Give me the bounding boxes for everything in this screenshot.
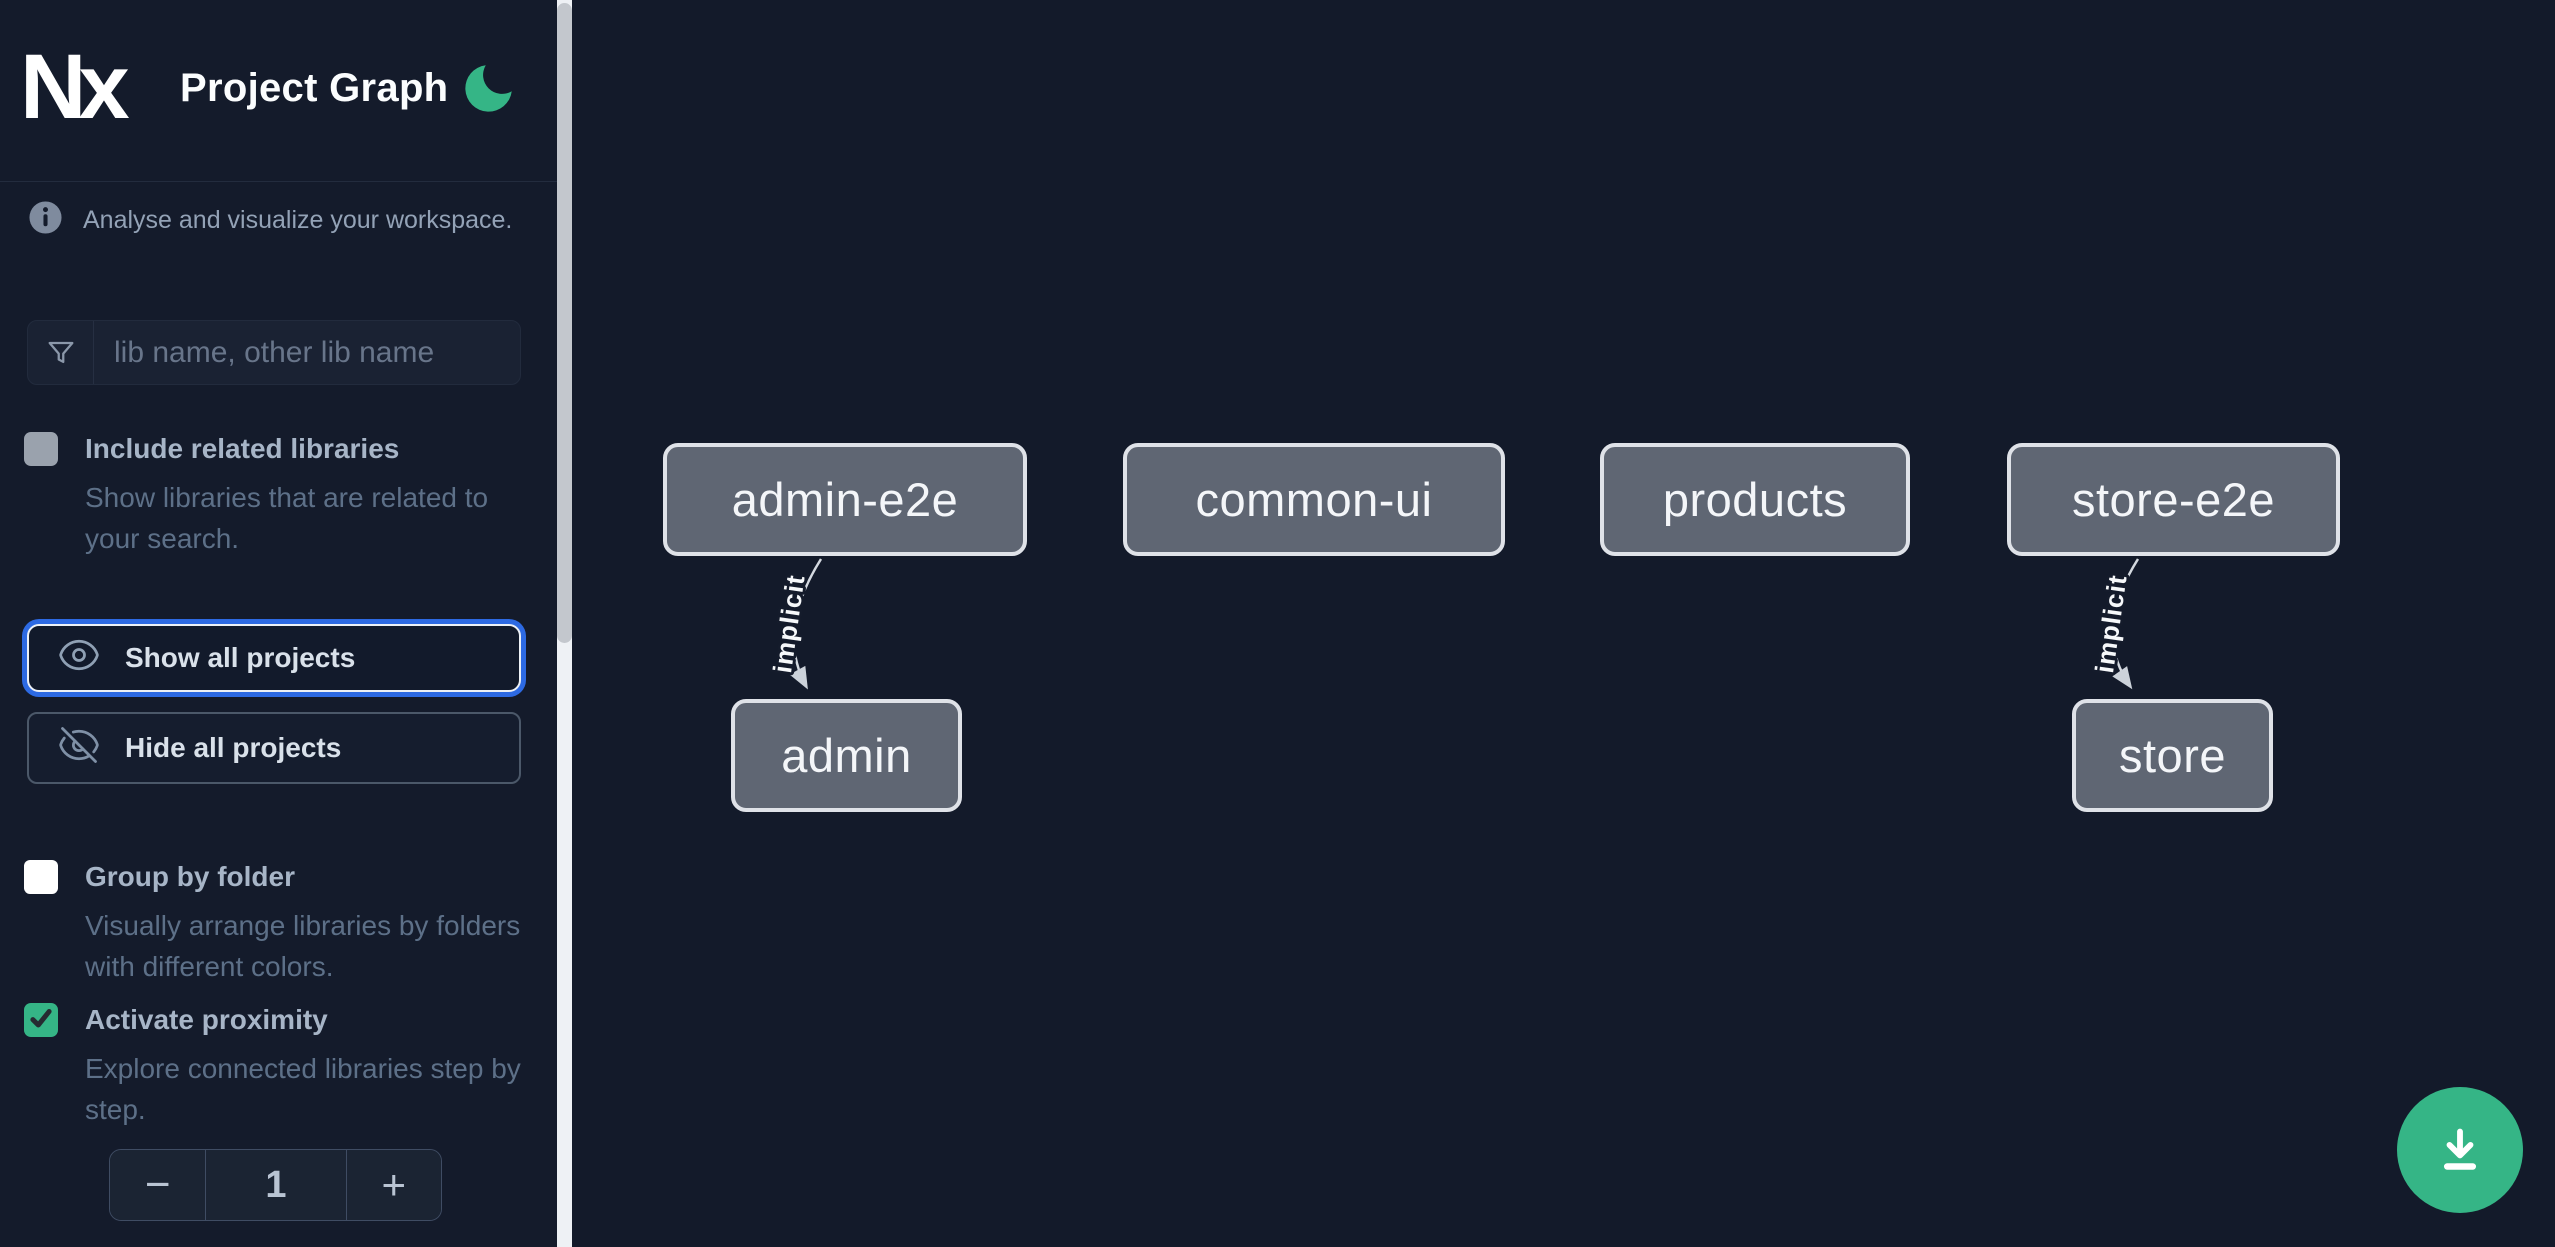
node-label: store [2119, 729, 2226, 782]
group-by-folder-label[interactable]: Group by folder [85, 861, 295, 892]
include-related-description: Show libraries that are related to your … [85, 482, 489, 554]
group-by-folder-description: Visually arrange libraries by folders wi… [85, 910, 521, 982]
sidebar-scrollbar-thumb[interactable] [557, 3, 572, 643]
page-title: Project Graph [180, 66, 449, 110]
node-admin-e2e[interactable]: admin-e2e [663, 443, 1027, 556]
nx-logo-icon: Nx [20, 36, 137, 138]
funnel-icon [28, 321, 94, 384]
decrement-button[interactable]: − [110, 1150, 207, 1220]
activate-proximity-checkbox[interactable] [24, 1003, 58, 1037]
graph-canvas[interactable] [572, 0, 2555, 1247]
proximity-depth-value[interactable]: 1 [206, 1150, 346, 1220]
increment-button[interactable]: + [345, 1150, 441, 1220]
activate-proximity-description: Explore connected libraries step by step… [85, 1053, 521, 1125]
sidebar-header: Nx Project Graph [0, 0, 557, 182]
nx-logo-text: Nx [24, 40, 129, 132]
workspace-info: Analyse and visualize your workspace. [28, 200, 512, 240]
eye-off-icon [57, 723, 101, 774]
include-related-checkbox[interactable] [24, 432, 58, 466]
node-label: common-ui [1195, 473, 1433, 526]
sidebar: Nx Project Graph Analyse and visualize y… [0, 0, 557, 1247]
show-all-projects-button[interactable]: Show all projects [27, 624, 521, 692]
node-label: products [1662, 473, 1848, 526]
node-admin[interactable]: admin [731, 699, 962, 812]
node-common-ui[interactable]: common-ui [1123, 443, 1505, 556]
search-input[interactable] [94, 321, 520, 384]
hide-all-projects-label: Hide all projects [125, 732, 342, 763]
proximity-depth-stepper: − 1 + [109, 1149, 442, 1221]
node-label: admin-e2e [731, 473, 959, 526]
node-products[interactable]: products [1600, 443, 1910, 556]
show-all-projects-label: Show all projects [125, 642, 356, 673]
include-related-label[interactable]: Include related libraries [85, 433, 400, 464]
theme-toggle-button[interactable] [462, 62, 516, 116]
activate-proximity-label[interactable]: Activate proximity [85, 1004, 328, 1035]
eye-icon [57, 633, 101, 684]
node-store-e2e[interactable]: store-e2e [2007, 443, 2340, 556]
group-by-folder-checkbox[interactable] [24, 860, 58, 894]
download-image-button[interactable] [2397, 1087, 2523, 1213]
hide-all-projects-button[interactable]: Hide all projects [27, 712, 521, 784]
info-icon [28, 200, 63, 240]
search-box [27, 320, 521, 385]
node-store[interactable]: store [2072, 699, 2273, 812]
nx-logo: Nx [20, 36, 137, 138]
tagline: Analyse and visualize your workspace. [83, 205, 513, 234]
checkmark-icon [28, 1005, 54, 1036]
option-include-related: Include related libraries Show libraries… [24, 432, 534, 559]
moon-icon [463, 65, 515, 117]
node-label: admin [781, 729, 912, 782]
option-activate-proximity: Activate proximity Explore connected lib… [24, 1003, 534, 1130]
option-group-by-folder: Group by folder Visually arrange librari… [24, 860, 534, 987]
node-label: store-e2e [2071, 473, 2276, 526]
download-icon [2432, 1121, 2488, 1180]
